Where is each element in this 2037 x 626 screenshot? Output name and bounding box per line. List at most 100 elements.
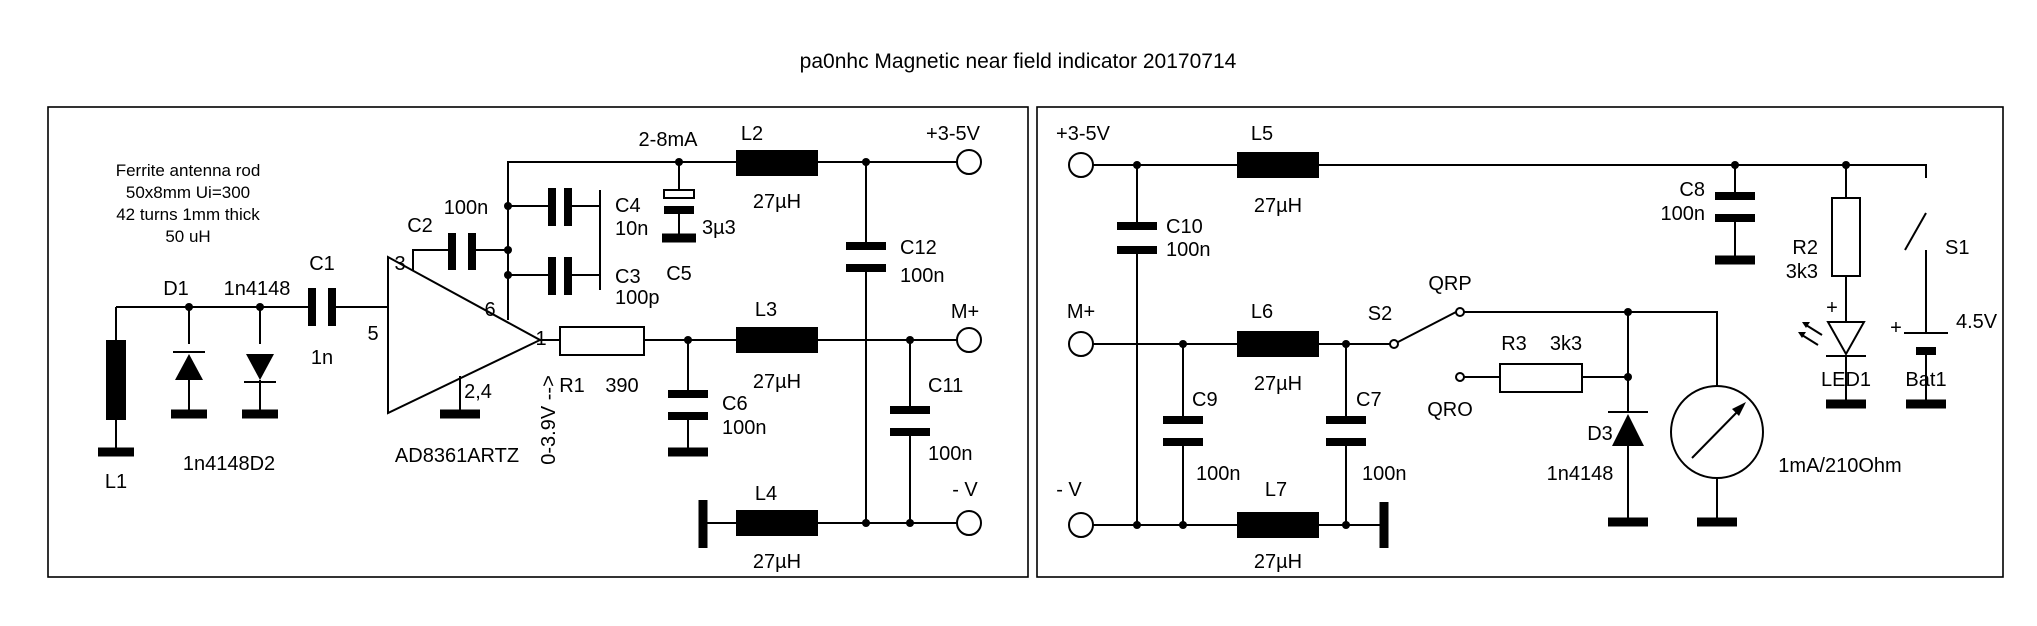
page-title: pa0nhc Magnetic near field indicator 201… (800, 50, 1237, 73)
c4-capacitor (548, 188, 572, 226)
vplus-label: +3-5V (926, 123, 981, 145)
supply-rail (1093, 164, 1927, 178)
mplus-label: M+ (1067, 301, 1095, 323)
d1-label: D1 (163, 278, 189, 300)
d1-diode-icon (175, 354, 203, 380)
c7-value: 100n (1362, 463, 1407, 485)
d3-type-label: 1n4148 (1547, 463, 1614, 485)
qrp-wire (1464, 311, 1718, 386)
battery-label: Bat1 (1905, 369, 1946, 391)
d1-type-label: 1n4148 (224, 278, 291, 300)
pin-5-label: 5 (367, 323, 378, 345)
l4-value: 27µH (753, 551, 801, 573)
qrp-label: QRP (1428, 273, 1471, 295)
c12-capacitor (846, 242, 886, 272)
l6-label: L6 (1251, 301, 1273, 323)
l7-value: 27µH (1254, 551, 1302, 573)
c10-capacitor (1117, 222, 1157, 254)
r1-resistor (559, 326, 645, 356)
junction-dot (1342, 521, 1350, 529)
r1-label: R1 (559, 375, 585, 397)
c9-label: C9 (1192, 389, 1218, 411)
arrowhead-icon (1802, 322, 1810, 328)
vminus-terminal (1068, 512, 1094, 538)
d2-diode-icon (246, 354, 274, 380)
s2-contact (1389, 339, 1399, 349)
c6-label: C6 (722, 393, 748, 415)
c8-capacitor (1715, 192, 1755, 222)
c3-capacitor (548, 257, 572, 295)
junction-dot (1179, 521, 1187, 529)
l2-inductor (736, 150, 818, 176)
right-circuit: +3-5V L5 27µH C10 100n C8 100n R2 3k3 + … (1056, 123, 1998, 573)
l2-value: 27µH (753, 191, 801, 213)
pin-6-label: 6 (484, 299, 495, 321)
junction-dot (862, 519, 870, 527)
meter-needle (1691, 405, 1744, 459)
c3-value: 100p (615, 287, 660, 309)
d2-label: 1n4148D2 (183, 453, 275, 475)
l4-label: L4 (755, 483, 777, 505)
antenna-note-line-3: 42 turns 1mm thick (116, 205, 260, 224)
c7-label: C7 (1356, 389, 1382, 411)
junction-dot (675, 158, 683, 166)
led1-light-rays-icon (1801, 324, 1823, 346)
mplus-terminal (956, 327, 982, 353)
c3-label: C3 (615, 266, 641, 288)
r3-value: 3k3 (1550, 333, 1582, 355)
l5-label: L5 (1251, 123, 1273, 145)
s1-label: S1 (1945, 237, 1969, 259)
battery-plus: + (1890, 317, 1902, 339)
l7-inductor (1237, 512, 1319, 538)
pin-3-wire (412, 249, 448, 271)
junction-dot (1133, 521, 1141, 529)
junction-dot (504, 246, 512, 254)
c5-electrolytic-plate (664, 206, 694, 214)
l3-label: L3 (755, 299, 777, 321)
l7-label: L7 (1265, 479, 1287, 501)
d3-label: D3 (1587, 423, 1613, 445)
led1-label: LED1 (1821, 369, 1871, 391)
left-circuit: Ferrite antenna rod 50x8mm Ui=300 42 tur… (98, 123, 982, 573)
c8-value: 100n (1661, 203, 1706, 225)
c1-label: C1 (309, 253, 335, 275)
c10-label: C10 (1166, 216, 1203, 238)
c9-capacitor (1163, 416, 1203, 446)
r3-resistor (1499, 363, 1583, 393)
c5-label: C5 (666, 263, 692, 285)
l3-inductor (736, 327, 818, 353)
c4-value: 10n (615, 218, 648, 240)
c9-value: 100n (1196, 463, 1241, 485)
antenna-note-line-2: 50x8mm Ui=300 (126, 183, 250, 202)
c5-electrolytic-plate (663, 189, 695, 199)
led1-plus: + (1826, 297, 1838, 319)
vplus-label: +3-5V (1056, 123, 1111, 145)
c8-label: C8 (1679, 179, 1705, 201)
pin-24-label: 2,4 (464, 381, 492, 403)
pin-3-label: 3 (394, 253, 405, 275)
c2-value: 100n (444, 197, 489, 219)
c1-capacitor (308, 288, 336, 326)
s2-label: S2 (1368, 303, 1392, 325)
vplus-terminal (1068, 152, 1094, 178)
r3-label: R3 (1501, 333, 1527, 355)
r2-resistor (1831, 197, 1861, 277)
meter-arrow-icon (1732, 402, 1746, 416)
c12-label: C12 (900, 237, 937, 259)
vminus-terminal (956, 510, 982, 536)
mplus-label: M+ (951, 301, 979, 323)
vminus-label: - V (1056, 479, 1082, 501)
ic-name-label: AD8361ARTZ (395, 445, 519, 467)
led1-diode-icon (1826, 321, 1866, 357)
junction-dot (256, 303, 264, 311)
s1-switch-blade (1904, 212, 1927, 251)
l3-value: 27µH (753, 371, 801, 393)
d3-diode-icon (1612, 414, 1644, 446)
left-panel (47, 106, 1029, 578)
l4-inductor (736, 510, 818, 536)
s2-contact-qrp (1455, 307, 1465, 317)
output-range-label: 0-3.9V --> (538, 375, 560, 464)
meter-label: 1mA/210Ohm (1778, 455, 1901, 477)
